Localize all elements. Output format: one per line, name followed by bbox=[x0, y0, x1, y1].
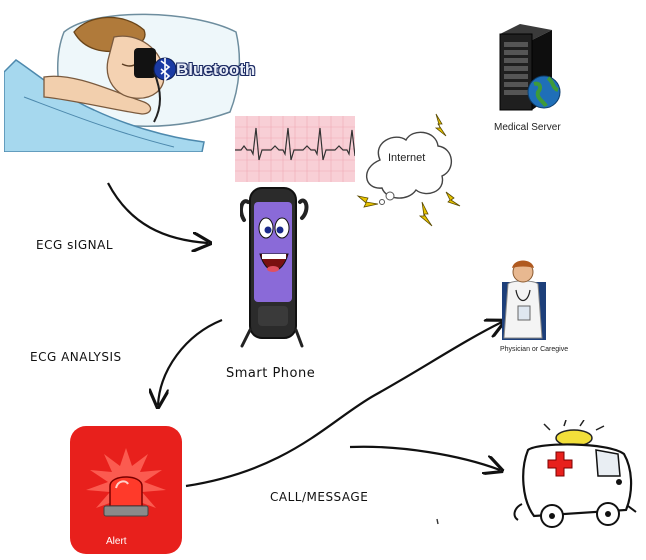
physician-icon bbox=[502, 260, 546, 340]
alert-siren-icon bbox=[70, 426, 182, 554]
call-message-label: CALL/MESSAGE bbox=[270, 490, 369, 504]
smart-phone-icon bbox=[239, 187, 309, 348]
server-icon bbox=[499, 24, 561, 111]
smart-phone-label: Smart Phone bbox=[226, 366, 316, 381]
sleeping-patient-icon bbox=[3, 13, 241, 153]
internet-label: Internet bbox=[388, 152, 426, 164]
ecg-signal-label: ECG sIGNAL bbox=[36, 238, 114, 252]
medical-server-label: Medical Server bbox=[494, 122, 561, 133]
alert-label: Alert bbox=[106, 536, 127, 547]
cloud-icon bbox=[356, 113, 461, 227]
ecg-strip bbox=[235, 116, 356, 182]
smart-phone bbox=[239, 180, 310, 350]
bluetooth-label: Bluetooth bbox=[176, 60, 256, 79]
ecg-waveform-icon bbox=[235, 116, 356, 182]
arrow-alert-to-physician bbox=[185, 322, 502, 488]
ambulance-icon bbox=[513, 419, 637, 528]
arrow-phone-to-alert bbox=[158, 318, 223, 405]
alert-app: Alert bbox=[70, 426, 182, 554]
ambulance bbox=[508, 419, 638, 542]
stray-mark bbox=[436, 518, 439, 525]
sleeping-patient: Bluetooth bbox=[3, 2, 255, 153]
internet-cloud: Internet bbox=[350, 110, 462, 228]
physician: Physician or Caregive bbox=[498, 258, 618, 358]
arrow-sleeper-to-phone bbox=[107, 182, 208, 243]
medical-server: Medical Server bbox=[488, 22, 578, 137]
arrow-alert-to-ambulance bbox=[349, 445, 500, 470]
ecg-analysis-label: ECG ANALYSIS bbox=[30, 350, 122, 364]
physician-label: Physician or Caregive bbox=[500, 346, 569, 353]
